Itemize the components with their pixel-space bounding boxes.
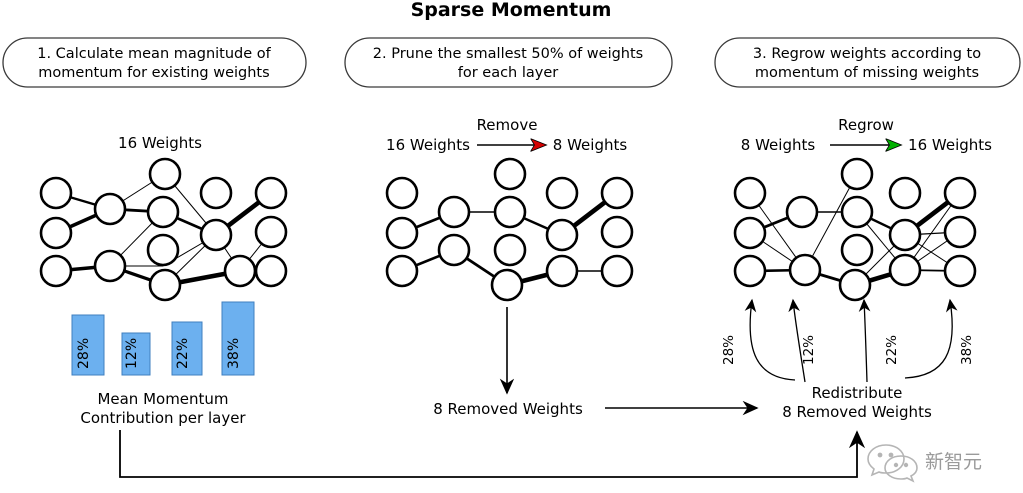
- bar-label-1: 28%: [76, 338, 92, 369]
- step-2-line2: for each layer: [458, 65, 559, 81]
- panel3-nodes: [733, 157, 977, 302]
- panel1-weights-label: 16 Weights: [118, 134, 202, 152]
- watermark: 新智元: [867, 444, 982, 483]
- panel2-from-label: 16 Weights: [386, 136, 470, 154]
- redistribute-line2: 8 Removed Weights: [782, 403, 932, 421]
- step-3-line1: 3. Regrow weights according to: [753, 46, 981, 62]
- step-box-1: 1. Calculate mean magnitude of momentum …: [2, 37, 307, 88]
- panel2-action-label: Remove: [477, 116, 538, 134]
- step-1-line1: 1. Calculate mean magnitude of: [37, 46, 271, 62]
- step-box-2-outline: [344, 37, 673, 88]
- panel1-network: [39, 157, 288, 302]
- step-1-line2: momentum for existing weights: [38, 65, 269, 81]
- bar-layer-4: [221, 301, 255, 376]
- redistribute-label-4: 38%: [959, 335, 975, 365]
- redistribute-arrow-3: [858, 298, 871, 383]
- panel3-action-label: Regrow: [838, 116, 894, 134]
- panel2-nodes: [385, 157, 634, 302]
- redistribute-arrow-2: [788, 298, 806, 383]
- bar-layer-1: [71, 314, 105, 376]
- step-2-line1: 2. Prune the smallest 50% of weights: [373, 46, 643, 62]
- step-box-2: 2. Prune the smallest 50% of weights for…: [344, 37, 673, 88]
- watermark-text: 新智元: [925, 451, 982, 473]
- redistribute-label-3: 22%: [884, 335, 900, 365]
- figure-title: Sparse Momentum: [411, 0, 612, 21]
- bar-label-4: 38%: [226, 338, 242, 369]
- panel3-edges: [749, 173, 962, 288]
- step-box-3: 3. Regrow weights according to momentum …: [714, 37, 1021, 88]
- panel1-caption-line1: Mean Momentum: [97, 390, 228, 408]
- step-3-line2: momentum of missing weights: [755, 65, 979, 81]
- redistribute-arrow-1: [744, 298, 796, 381]
- redistribute-arrow-4: [904, 298, 958, 379]
- redistribute-label-2: 12%: [801, 335, 817, 365]
- panel2-removed-label: 8 Removed Weights: [433, 400, 583, 418]
- step-box-1-outline: [2, 37, 307, 88]
- redistribute-line1: Redistribute: [812, 384, 903, 402]
- panel1-caption-line2: Contribution per layer: [80, 409, 246, 427]
- wechat-icon: [867, 444, 918, 483]
- panel3-network: [733, 157, 977, 302]
- panel2-network: [385, 157, 634, 302]
- panel3-from-label: 8 Weights: [741, 136, 816, 154]
- bar-layer-2: [121, 332, 151, 376]
- momentum-bar-chart: 28% 12% 22% 38%: [71, 301, 255, 376]
- bar-layer-3: [171, 321, 203, 376]
- bar-label-3: 22%: [175, 338, 191, 369]
- step-box-3-outline: [714, 37, 1021, 88]
- redistribute-label-1: 28%: [721, 335, 737, 365]
- panel3-to-label: 16 Weights: [908, 136, 992, 154]
- redistribution-arrows: [744, 298, 958, 383]
- bar-label-2: 12%: [124, 338, 140, 369]
- feedback-loop-arrow: [119, 430, 866, 478]
- panel2-to-label: 8 Weights: [553, 136, 628, 154]
- panel1-nodes: [39, 157, 288, 302]
